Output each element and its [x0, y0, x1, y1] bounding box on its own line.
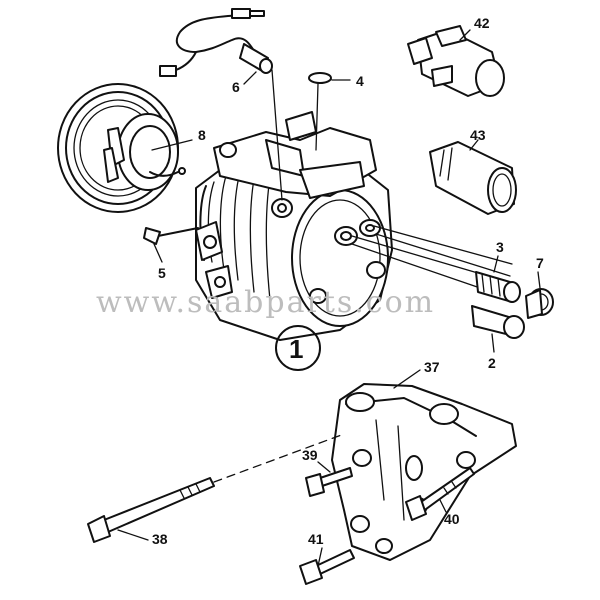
callout-37: 37	[424, 359, 440, 375]
leader-lines	[117, 29, 541, 567]
callout-6: 6	[232, 79, 240, 95]
watermark-text: www.saabparts.com	[96, 285, 435, 320]
callout-38: 38	[152, 531, 168, 547]
bolt-39	[305, 467, 353, 497]
bolt-40	[405, 467, 475, 521]
part-42-connector	[407, 25, 505, 97]
pipe-fittings	[351, 225, 554, 339]
callout-43: 43	[470, 127, 486, 143]
screw-5	[143, 227, 199, 245]
callout-41: 41	[308, 531, 324, 547]
bolt-41	[299, 549, 355, 585]
long-bolt-38	[87, 433, 345, 543]
callout-5: 5	[158, 265, 166, 281]
callout-7: 7	[536, 255, 544, 271]
callout-42: 42	[474, 15, 490, 31]
callout-39: 39	[302, 447, 318, 463]
part-43-sleeve	[429, 141, 517, 215]
callout-40: 40	[444, 511, 460, 527]
o-ring	[308, 72, 332, 84]
assembly-marker: 1	[275, 325, 321, 371]
callout-4: 4	[356, 73, 364, 89]
callout-2: 2	[488, 355, 496, 371]
callout-3: 3	[496, 239, 504, 255]
clutch-pulley	[57, 83, 186, 213]
wire-harness	[159, 8, 273, 77]
compressor-body	[195, 111, 393, 341]
mounting-bracket	[331, 383, 517, 561]
callout-8: 8	[198, 127, 206, 143]
assembly-number: 1	[289, 334, 303, 364]
